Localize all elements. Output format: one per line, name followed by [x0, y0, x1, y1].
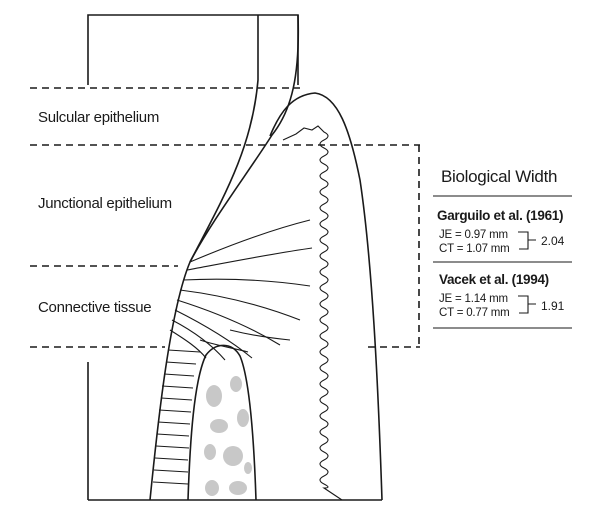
study-name-garguilo: Garguilo et al. (1961) — [437, 208, 563, 223]
root-surface — [149, 14, 300, 501]
biological-width-title: Biological Width — [441, 167, 557, 186]
gingiva — [88, 92, 383, 501]
garguilo-total: 2.04 — [541, 234, 565, 248]
tooth-inner-outline — [189, 15, 259, 263]
rete-ridges — [282, 125, 343, 501]
periodontal-ligament — [152, 349, 201, 485]
vacek-ct: CT = 0.77 mm — [439, 307, 510, 319]
garguilo-je: JE = 0.97 mm — [439, 229, 508, 241]
vacek-total: 1.91 — [541, 299, 565, 313]
label-junctional-epithelium: Junctional epithelium — [38, 195, 172, 212]
alveolar-crest-outline — [187, 344, 257, 501]
study-name-vacek: Vacek et al. (1994) — [439, 272, 549, 287]
tooth-outer-outline — [87, 14, 299, 85]
vacek-bracket — [518, 295, 536, 314]
garguilo-ct: CT = 1.07 mm — [439, 243, 510, 255]
biological-width-panel: Biological Width Garguilo et al. (1961) … — [433, 167, 572, 329]
label-connective-tissue: Connective tissue — [38, 299, 151, 316]
label-sulcular-epithelium: Sulcular epithelium — [38, 109, 159, 126]
alveolar-bone — [187, 344, 257, 501]
garguilo-bracket — [518, 231, 536, 250]
vacek-je: JE = 1.14 mm — [439, 293, 508, 305]
tooth — [87, 14, 300, 501]
gingiva-outline — [269, 92, 383, 501]
connective-tissue-fibers — [169, 219, 313, 361]
zone-boundaries — [30, 87, 420, 348]
